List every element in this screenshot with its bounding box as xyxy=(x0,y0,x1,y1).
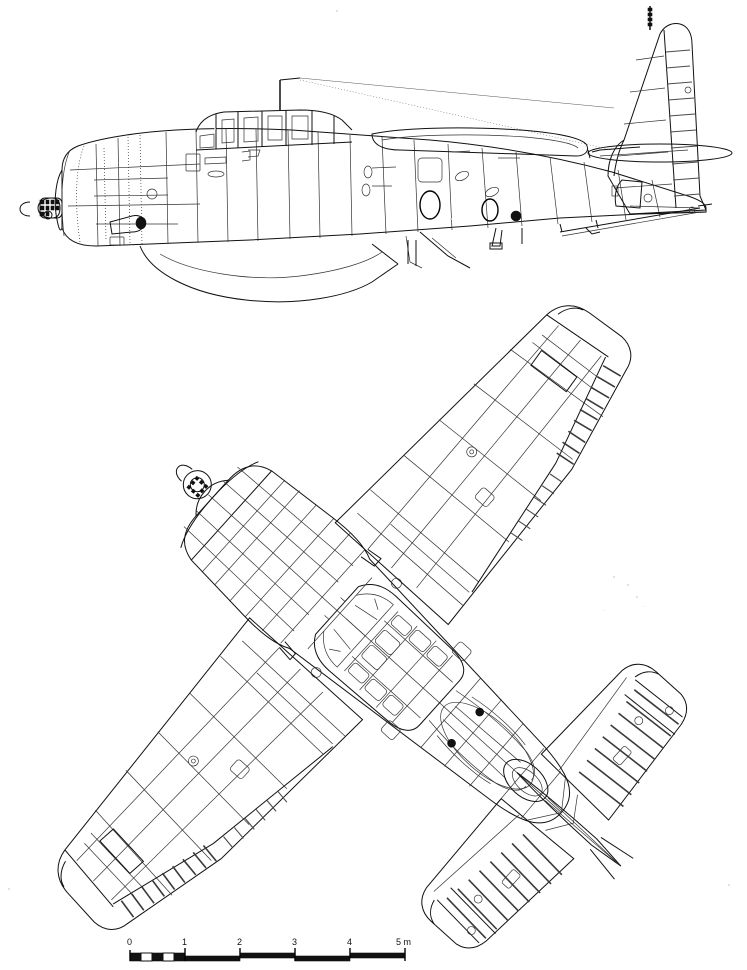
vertical-fin xyxy=(608,23,706,214)
port-wing xyxy=(29,618,363,965)
scale-tick-4: 4 xyxy=(347,937,353,947)
scan-speck xyxy=(336,10,338,12)
scan-speck xyxy=(644,606,645,607)
scale-tick-1: 1 xyxy=(182,937,188,947)
plan-top-view xyxy=(0,174,747,970)
scan-speck xyxy=(636,596,638,598)
scale-bar-graphic xyxy=(129,948,406,962)
scale-tick-2: 2 xyxy=(237,937,243,947)
scan-speck xyxy=(8,888,10,890)
exhaust-stub xyxy=(110,215,147,234)
tailplane xyxy=(588,144,732,162)
cockpit-canopy-glazing xyxy=(185,110,352,178)
arrestor-hook xyxy=(560,204,712,237)
scan-speck xyxy=(728,884,730,886)
horizontal-tailplane xyxy=(409,652,705,966)
radio-antenna-mast xyxy=(279,78,300,110)
canopy-glazing-frames xyxy=(299,569,473,740)
spinner-and-propeller-hub xyxy=(20,198,62,219)
wing-root-fairing xyxy=(140,244,398,302)
side-elevation-view xyxy=(20,6,732,302)
scan-speck xyxy=(214,128,216,130)
scan-speck xyxy=(604,610,605,611)
propeller-hub xyxy=(169,457,217,505)
scale-tick-0: 0 xyxy=(127,937,133,947)
scan-speck xyxy=(613,576,615,578)
scale-tick-3: 3 xyxy=(292,937,298,947)
scan-speck xyxy=(450,218,452,220)
scan-speck xyxy=(627,584,629,586)
tailwheel xyxy=(611,180,653,208)
scale-tick-5-metres: 5 m xyxy=(396,937,412,947)
starboard-wing xyxy=(335,278,669,625)
rudder xyxy=(496,751,635,881)
